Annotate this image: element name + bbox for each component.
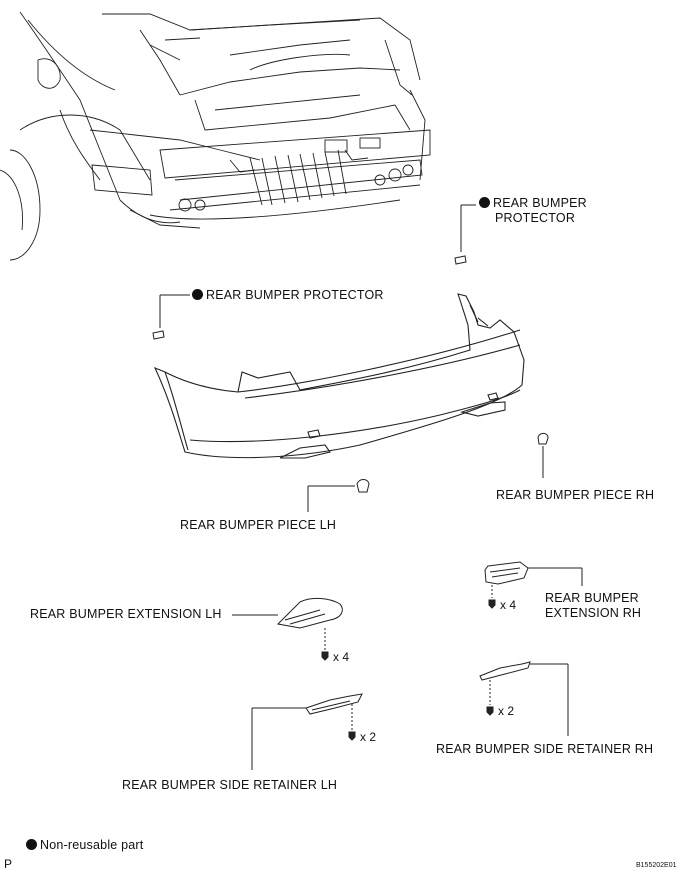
vehicle-rear-illustration xyxy=(0,11,431,261)
label-protector-lh-text: REAR BUMPER PROTECTOR xyxy=(206,288,384,302)
label-protector-rh: REAR BUMPER PROTECTOR xyxy=(479,196,587,226)
label-retainer-rh: REAR BUMPER SIDE RETAINER RH xyxy=(436,742,654,756)
label-piece-lh: REAR BUMPER PIECE LH xyxy=(180,518,337,532)
qty-retainer-rh: x 2 xyxy=(498,704,515,718)
label-protector-rh-line1: REAR BUMPER xyxy=(493,196,587,210)
label-extension-lh: REAR BUMPER EXTENSION LH xyxy=(30,607,222,621)
rear-bumper-cover xyxy=(153,293,525,459)
figure-code: B155202E01 xyxy=(636,862,677,869)
protector-rh-part xyxy=(454,204,476,265)
label-retainer-lh: REAR BUMPER SIDE RETAINER LH xyxy=(122,778,338,792)
piece-lh-part xyxy=(307,479,370,512)
label-protector-lh: REAR BUMPER PROTECTOR xyxy=(192,288,384,303)
legend-text: Non-reusable part xyxy=(40,838,144,852)
qty-extension-lh: x 4 xyxy=(333,650,350,664)
non-reusable-dot-icon xyxy=(479,197,490,208)
extension-lh-part xyxy=(232,597,343,661)
label-piece-rh: REAR BUMPER PIECE RH xyxy=(496,488,655,502)
piece-rh-part xyxy=(537,432,549,478)
label-extension-rh-line2: EXTENSION RH xyxy=(545,606,642,620)
label-extension-rh-line1: REAR BUMPER xyxy=(545,591,639,605)
label-protector-rh-line2: PROTECTOR xyxy=(495,211,576,225)
side-retainer-rh-part xyxy=(479,661,569,736)
non-reusable-dot-icon xyxy=(192,289,203,300)
qty-extension-rh: x 4 xyxy=(500,598,517,612)
side-retainer-lh-part xyxy=(251,693,363,770)
footer-mark: P xyxy=(4,857,13,871)
qty-retainer-lh: x 2 xyxy=(360,730,377,744)
label-extension-rh: REAR BUMPER EXTENSION RH xyxy=(545,591,641,621)
non-reusable-dot-icon xyxy=(26,839,37,850)
legend-non-reusable: Non-reusable part xyxy=(26,838,143,853)
extension-rh-part xyxy=(484,561,583,609)
protector-lh-part xyxy=(152,294,190,340)
